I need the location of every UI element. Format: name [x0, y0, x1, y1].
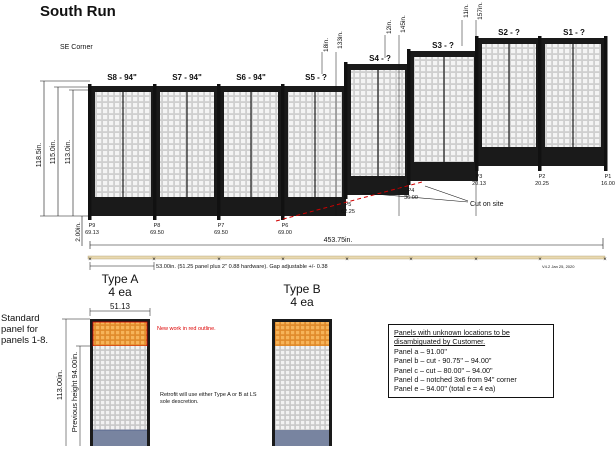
post-value: 69.50: [150, 230, 164, 236]
rail: [87, 255, 606, 260]
type-b-name: Type B: [283, 282, 321, 296]
version-label: V4.2 Jan 25, 2020: [542, 264, 575, 269]
fence-panel: S5 - ?: [284, 73, 346, 216]
type-b-qty: 4 ea: [290, 295, 314, 309]
post-value: 20.13: [472, 181, 486, 187]
rail-mark: ×: [88, 257, 92, 263]
fence-panel: S3 - ?: [410, 41, 478, 181]
legend-item: Panel b – cut - 90.75" – 94.00": [394, 356, 492, 366]
fence-panel: S6 - 94": [220, 73, 282, 216]
post-label: P3: [476, 174, 483, 180]
gap-note: 53.00in. (51.25 panel plus 2" 0.88 hardw…: [156, 264, 328, 270]
rail-mark: ×: [152, 257, 156, 263]
type-a-name: Type A: [101, 272, 139, 286]
panel-label: S3 - ?: [432, 41, 454, 50]
panel-label: S5 - ?: [305, 73, 327, 82]
panel-label: S2 - ?: [498, 28, 520, 37]
rail-mark: ×: [474, 257, 478, 263]
cut-leader: [361, 192, 469, 203]
post: [344, 62, 348, 199]
type-a-height: 113.00in.: [55, 370, 64, 400]
rail-marks: × × × × × × × × ×: [88, 257, 607, 263]
type-a-panel: [90, 319, 150, 446]
rail-mark: ×: [281, 257, 285, 263]
legend-heading: Panels with unknown locations to be: [394, 328, 510, 337]
panel-label: S6 - 94": [236, 73, 266, 82]
cut-leader: [424, 185, 469, 202]
post-value: 69.13: [85, 230, 99, 236]
dim-step-133: 133in.: [337, 31, 344, 49]
rail-mark: ×: [345, 257, 349, 263]
post: [604, 36, 608, 171]
new-work-note: New work in red outline.: [157, 326, 216, 332]
legend-heading: disambiguated by Customer.: [394, 337, 486, 347]
post-label: P2: [539, 174, 546, 180]
post: [153, 84, 157, 220]
post-label: P5: [345, 202, 352, 208]
post-label: P4: [408, 188, 415, 194]
fence-panel: S8 - 94": [91, 73, 155, 216]
dim-step-11: 11in.: [463, 4, 470, 18]
type-b-panel: [272, 319, 332, 446]
retrofit-note: Retrofit will use either Type A or B at …: [160, 392, 257, 405]
fence-panel: S2 - ?: [478, 28, 540, 166]
standard-panel-note: Standard panel for panels 1-8.: [1, 313, 49, 346]
post: [281, 84, 285, 220]
dim-panel: 115.0in.: [50, 140, 57, 164]
post-label: P9: [89, 223, 96, 229]
dim-gap: 2.00in.: [75, 222, 82, 242]
page-title: South Run: [40, 3, 116, 20]
post: [88, 84, 92, 220]
dim-step-145: 145in.: [400, 15, 407, 33]
cut-note: Cut on site: [470, 201, 504, 208]
legend-item: Panel d – notched 3x6 from 94" corner: [394, 375, 517, 385]
fence-panel: S4 - ?: [347, 54, 409, 195]
panel-label: S7 - 94": [172, 73, 202, 82]
post-value: 69.00: [278, 230, 292, 236]
post-label: P1: [605, 174, 612, 180]
type-a-width: 51.13: [109, 302, 131, 311]
post-label: P7: [218, 223, 225, 229]
post: [538, 36, 542, 171]
post-label: P6: [282, 223, 289, 229]
post: [217, 84, 221, 220]
rail-mark: ×: [603, 257, 607, 263]
type-a-qty: 4 ea: [108, 285, 132, 299]
post-value: 69.50: [214, 230, 228, 236]
step-dimensions: [321, 20, 477, 216]
legend-item: Panel c – cut – 80.00" – 94.00": [394, 365, 493, 375]
type-a-prev-height: Previous height 94.00in.: [70, 352, 79, 432]
rail-mark: ×: [217, 257, 221, 263]
post: [407, 49, 411, 185]
legend-item: Panel e – 94.00" (total e = 4 ea): [394, 384, 496, 394]
fence-panel: S1 - ?: [541, 28, 605, 166]
post-label: P8: [154, 223, 161, 229]
post-value: 36.00: [404, 195, 418, 201]
left-dimensions: [40, 80, 90, 246]
post-value: 20.25: [535, 181, 549, 187]
panel-group: S8 - 94" S7 - 94" S6 - 94" S5 - ? S4 - ? S3 -…: [85, 28, 615, 236]
post-value: 62.25: [341, 209, 355, 215]
rail-mark: ×: [409, 257, 413, 263]
legend-item: Panel a – 91.00": [394, 346, 447, 356]
rail-mark: ×: [538, 257, 542, 263]
panel-label: S4 - ?: [369, 54, 391, 63]
panel-label: S1 - ?: [563, 28, 585, 37]
dim-step-12: 12in.: [386, 20, 393, 34]
fence-panel: S7 - 94": [156, 73, 218, 216]
panel-label: S8 - 94": [107, 73, 137, 82]
dim-overall: 118.5in.: [36, 143, 43, 167]
dim-frame: 113.0in.: [65, 140, 72, 164]
post: [475, 36, 479, 171]
post-value: 16.00: [601, 181, 615, 187]
corner-label: SE Corner: [60, 44, 93, 51]
legend-box: Panels with unknown locations to be disa…: [388, 324, 554, 398]
total-length: 453.75in.: [324, 237, 353, 244]
dim-step-157: 157in.: [477, 2, 484, 20]
dim-step-18: 18in.: [323, 38, 330, 52]
